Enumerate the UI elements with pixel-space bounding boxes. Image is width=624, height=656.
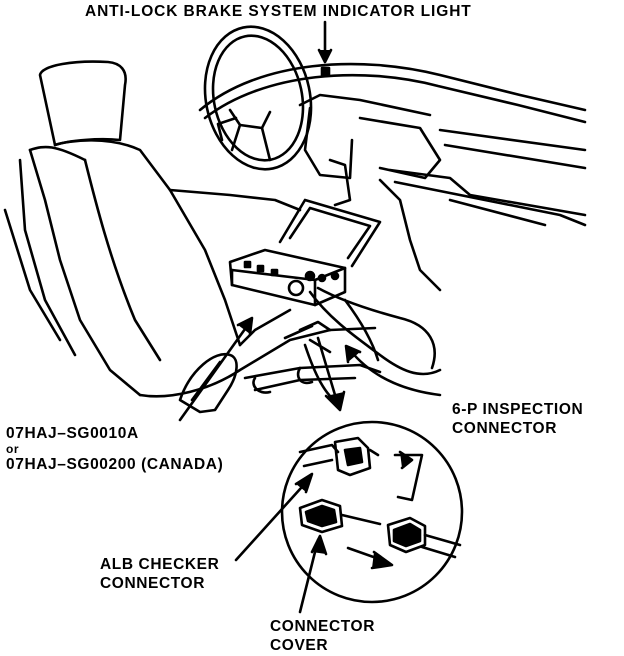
tool-number-or: or [6, 442, 20, 456]
detail-pointer-arrow [316, 336, 346, 412]
connector-cover-leader [298, 534, 328, 614]
alb-checker-leader [234, 472, 314, 562]
tester-cables [283, 286, 442, 407]
inspection-connector-leader [344, 344, 442, 397]
inspection-connector-line1: 6-P INSPECTION [452, 401, 584, 418]
tool-number-1: 07HAJ–SG0010A [6, 425, 139, 442]
tool-number-2: 07HAJ–SG00200 (CANADA) [6, 456, 224, 473]
dashboard [198, 62, 587, 292]
abs-indicator-label: ANTI-LOCK BRAKE SYSTEM INDICATOR LIGHT [85, 3, 472, 20]
driver-seat-icon [3, 60, 382, 414]
tool-number-label: 07HAJ–SG0010A or 07HAJ–SG00200 (CANADA) [6, 424, 223, 474]
inspection-connector-label: 6-P INSPECTION CONNECTOR [452, 400, 583, 438]
alb-checker-connector-label: ALB CHECKER CONNECTOR [100, 555, 219, 593]
alb-checker-line1: ALB CHECKER [100, 556, 220, 573]
alb-checker-tester-icon [228, 198, 382, 307]
connector-cover-line2: COVER [270, 637, 329, 654]
tool-label-leader [178, 316, 254, 422]
inspection-connector-line2: CONNECTOR [452, 420, 558, 437]
connector-cover-line1: CONNECTOR [270, 618, 376, 635]
abs-indicator-light [317, 20, 333, 77]
connector-cover-label: CONNECTOR COVER [270, 617, 375, 655]
detail-magnifier-circle-icon [280, 420, 464, 604]
steering-wheel-icon [203, 25, 313, 171]
alb-checker-line2: CONNECTOR [100, 575, 206, 592]
